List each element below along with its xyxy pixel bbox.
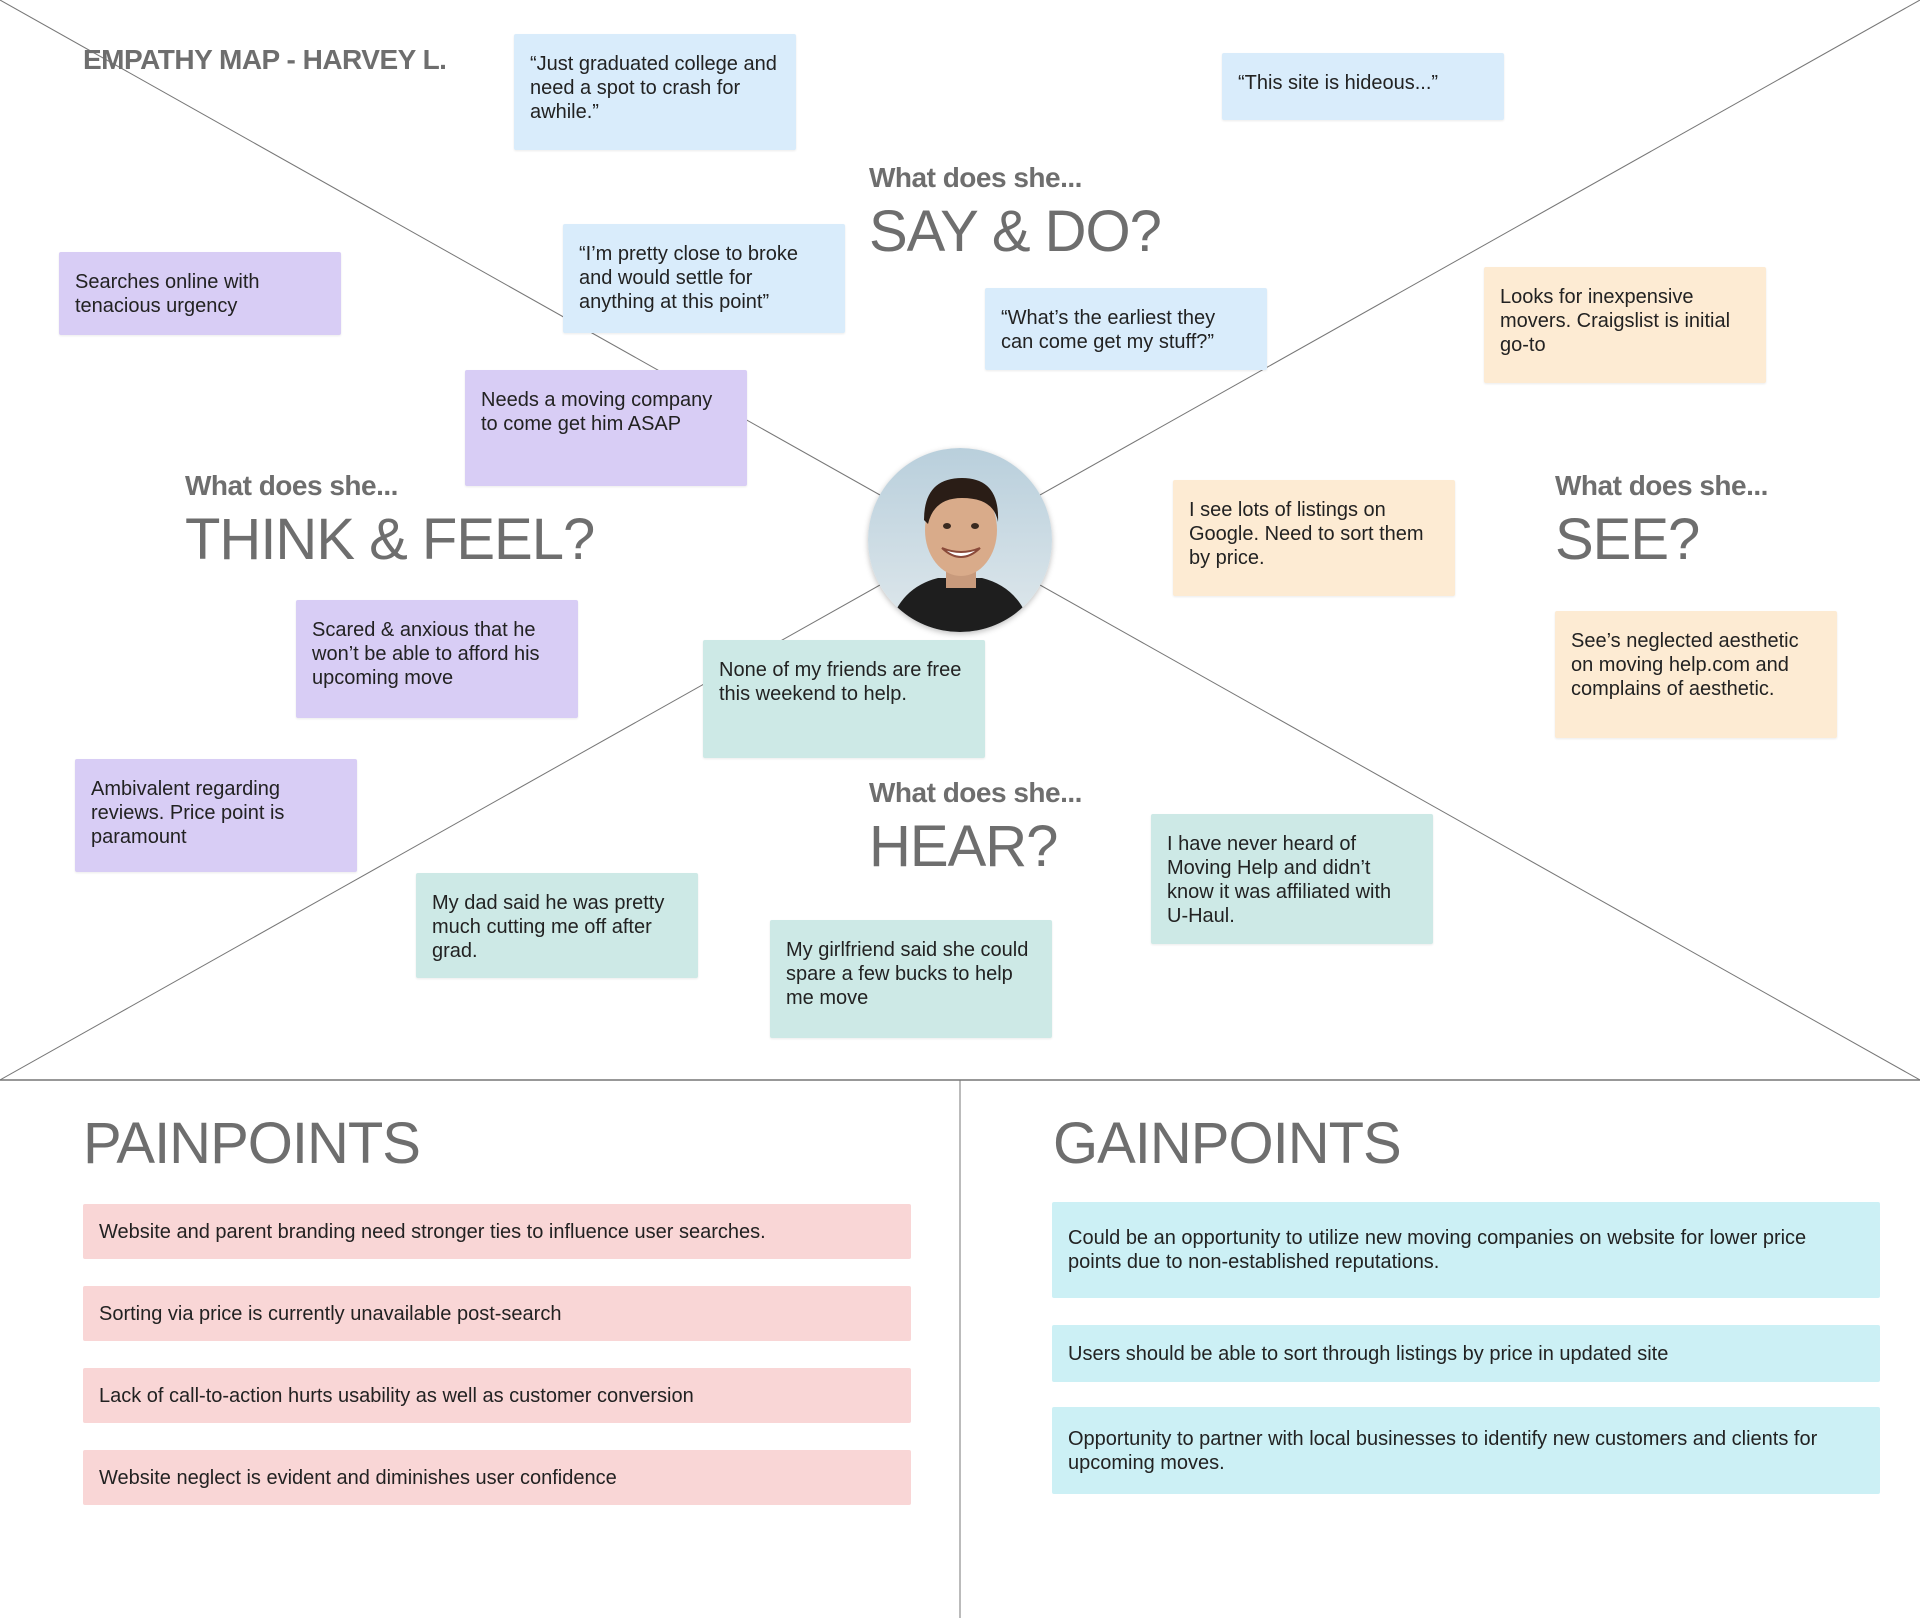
sticky-note-hear: None of my friends are free this weekend… (703, 640, 985, 758)
sticky-note-hear: My girlfriend said she could spare a few… (770, 920, 1052, 1038)
sticky-note-think: Scared & anxious that he won’t be able t… (296, 600, 578, 718)
quadrant-prompt: What does she... (185, 470, 398, 501)
sticky-note-say: “I’m pretty close to broke and would set… (563, 224, 845, 333)
painpoint-item: Sorting via price is currently unavailab… (83, 1286, 911, 1341)
quadrant-label: HEAR? (869, 814, 1058, 879)
painpoints-heading: PAINPOINTS (83, 1111, 421, 1176)
quadrant-label: SEE? (1555, 507, 1700, 572)
quadrant-label: SAY & DO? (869, 199, 1162, 264)
sticky-note-say: “What’s the earliest they can come get m… (985, 288, 1267, 370)
gainpoint-item: Opportunity to partner with local busine… (1052, 1407, 1880, 1494)
quadrant-label: THINK & FEEL? (185, 507, 595, 572)
quadrant-prompt: What does she... (1555, 470, 1768, 501)
gainpoint-item: Users should be able to sort through lis… (1052, 1325, 1880, 1382)
painpoint-item: Website and parent branding need stronge… (83, 1204, 911, 1259)
gainpoints-heading: GAINPOINTS (1053, 1111, 1402, 1176)
sticky-note-see: I see lots of listings on Google. Need t… (1173, 480, 1455, 596)
page-title: EMPATHY MAP - HARVEY L. (83, 44, 447, 75)
sticky-note-say: “This site is hideous...” (1222, 53, 1504, 120)
sticky-note-see: Looks for inexpensive movers. Craigslist… (1484, 267, 1766, 383)
sticky-note-say: “Just graduated college and need a spot … (514, 34, 796, 150)
quadrant-think-feel: What does she... THINK & FEEL? (185, 470, 595, 573)
sticky-note-think: Ambivalent regarding reviews. Price poin… (75, 759, 357, 872)
painpoint-item: Lack of call-to-action hurts usability a… (83, 1368, 911, 1423)
quadrant-see: What does she... SEE? (1555, 470, 1768, 573)
persona-avatar (868, 448, 1052, 632)
quadrant-prompt: What does she... (869, 777, 1082, 808)
quadrant-prompt: What does she... (869, 162, 1082, 193)
sticky-note-hear: My dad said he was pretty much cutting m… (416, 873, 698, 978)
sticky-note-see: See’s neglected aesthetic on moving help… (1555, 611, 1837, 738)
sticky-note-think: Searches online with tenacious urgency (59, 252, 341, 335)
gainpoint-item: Could be an opportunity to utilize new m… (1052, 1202, 1880, 1298)
sticky-note-think: Needs a moving company to come get him A… (465, 370, 747, 486)
quadrant-hear: What does she... HEAR? (869, 777, 1082, 880)
sticky-note-hear: I have never heard of Moving Help and di… (1151, 814, 1433, 944)
quadrant-say-do: What does she... SAY & DO? (869, 162, 1162, 265)
painpoint-item: Website neglect is evident and diminishe… (83, 1450, 911, 1505)
